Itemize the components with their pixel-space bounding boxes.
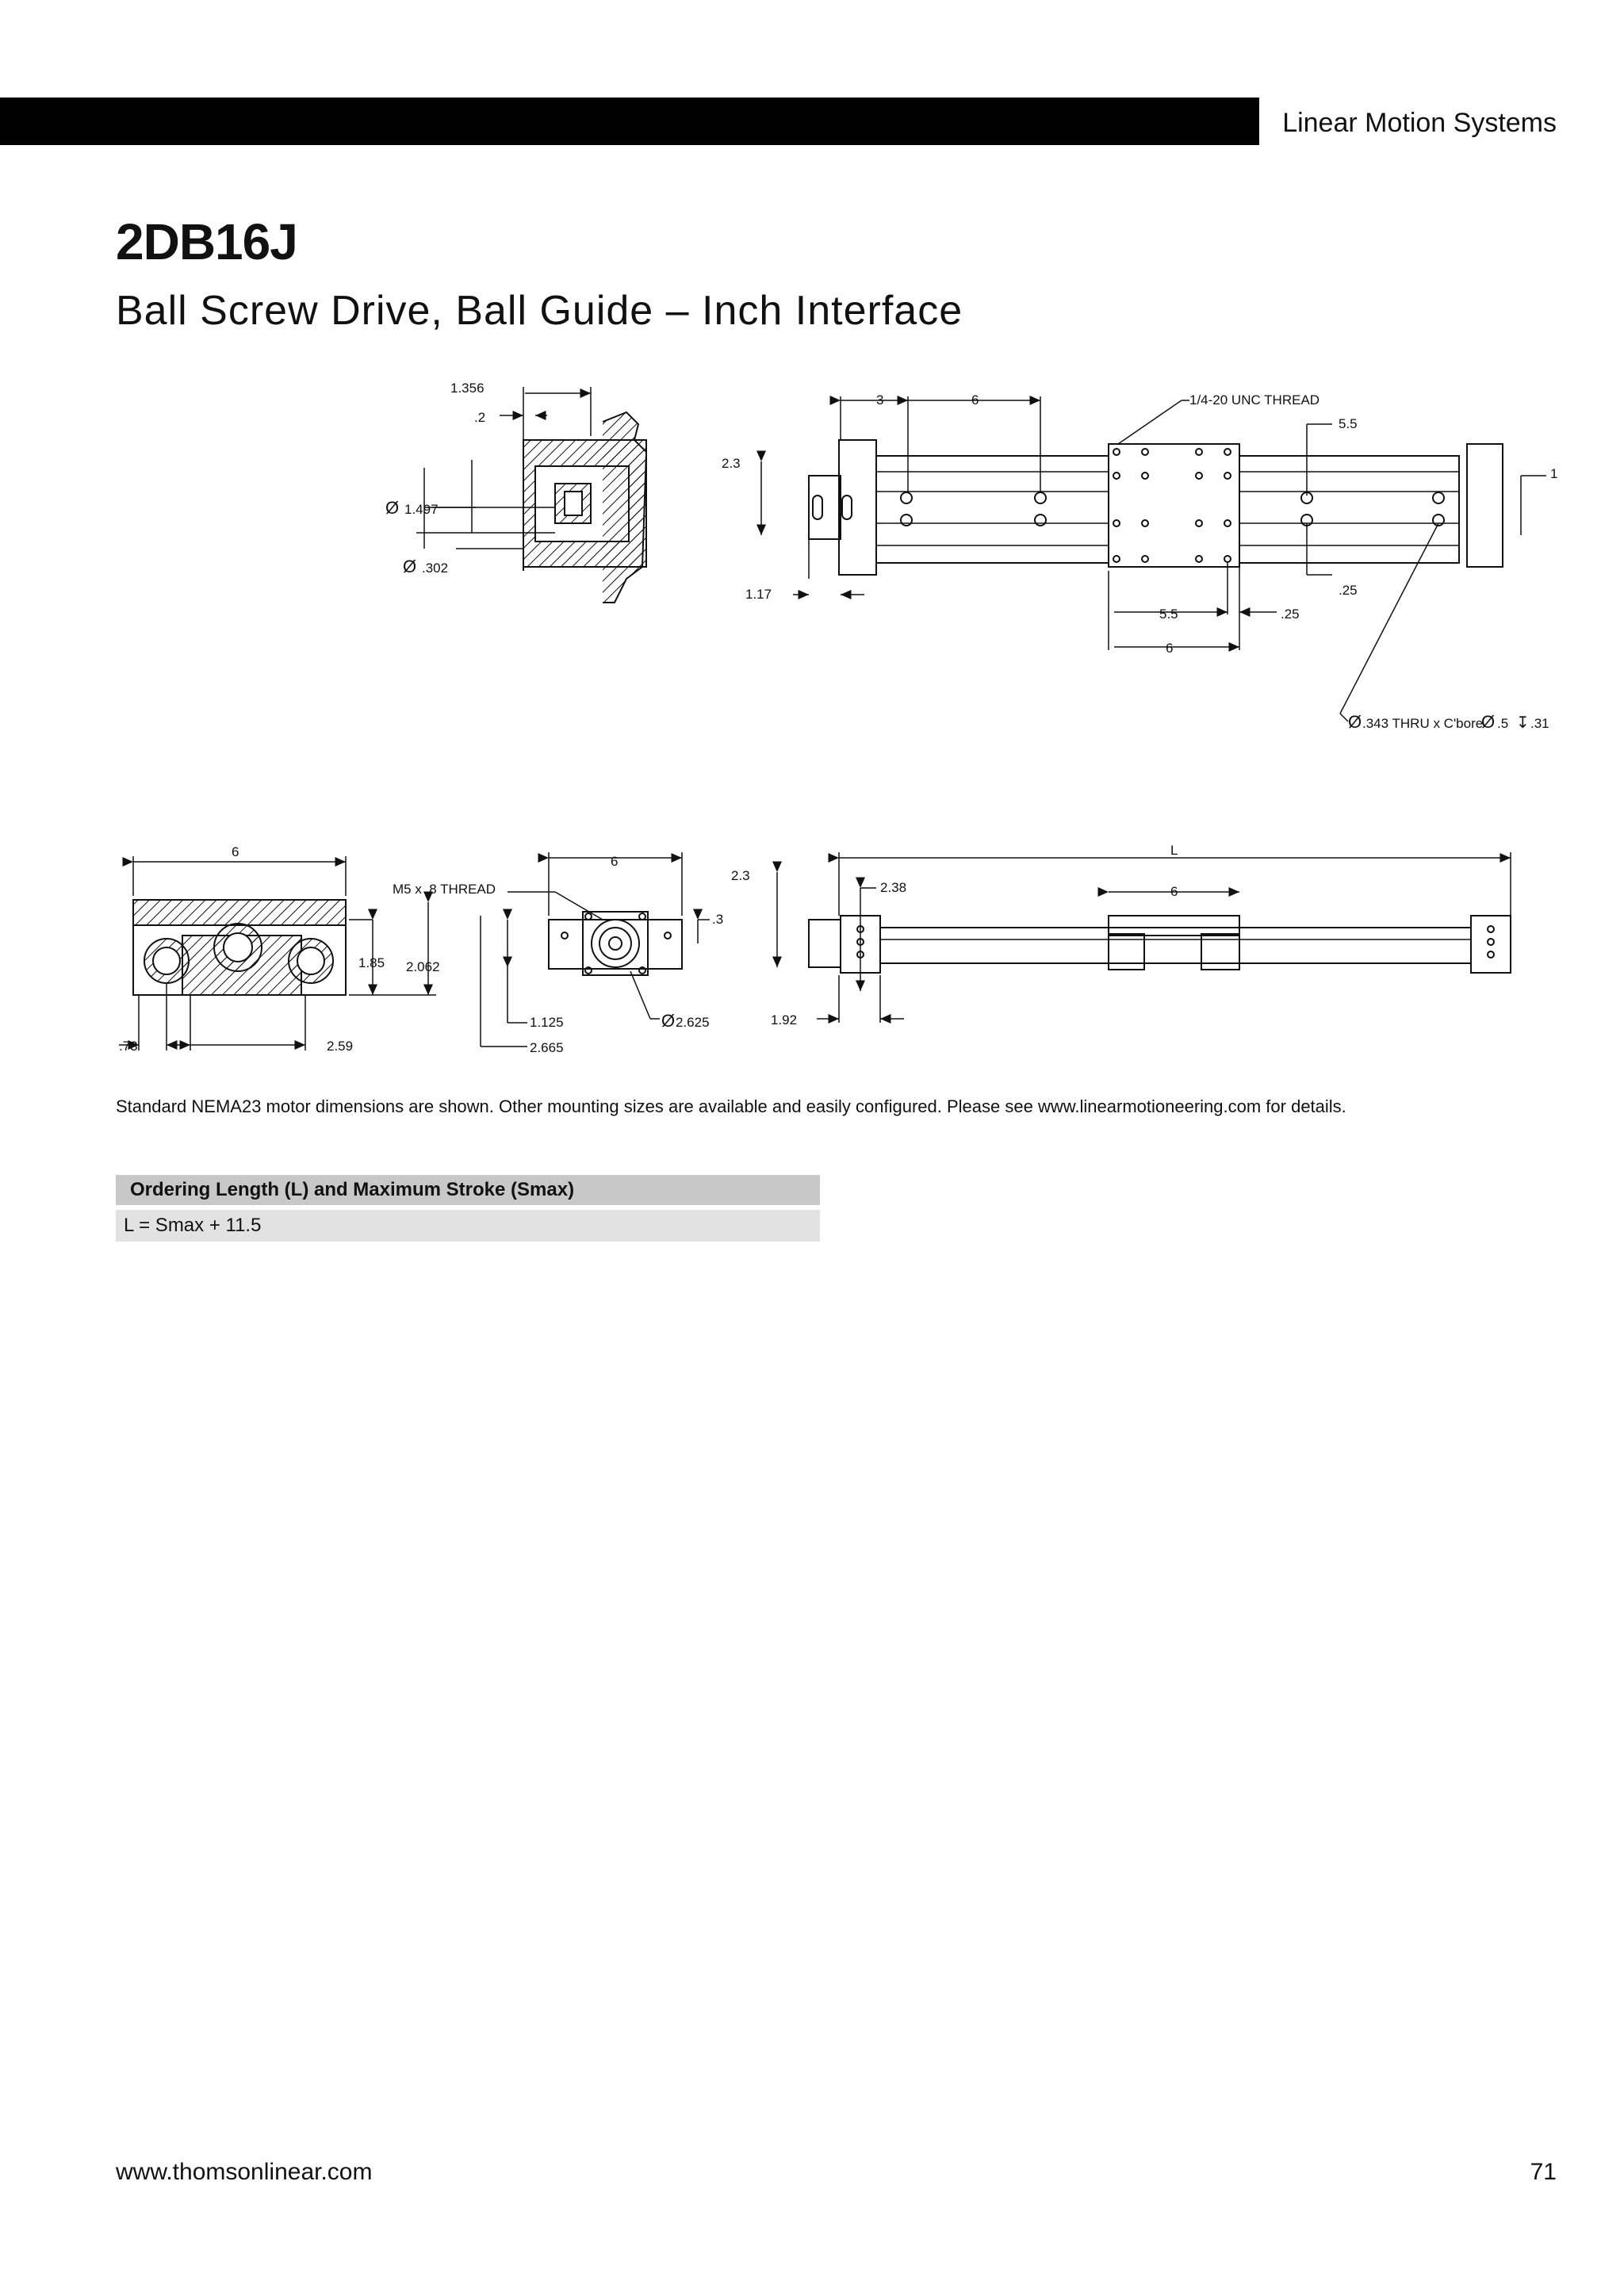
diameter-symbol: Ø xyxy=(1481,712,1495,732)
header-bar xyxy=(0,98,1259,145)
dim-6: 6 xyxy=(971,392,979,408)
thread-callout: M5 x .8 THREAD xyxy=(393,882,496,897)
motor-end-dimensions: 6 M5 x .8 THREAD .3 1.125 Ø 2.625 2.665 xyxy=(393,854,723,1055)
product-code: 2DB16J xyxy=(116,213,298,270)
diameter-symbol: Ø xyxy=(385,498,399,518)
dim-6: 6 xyxy=(611,854,618,869)
dim-2-625: 2.625 xyxy=(676,1015,710,1030)
diameter-symbol: Ø xyxy=(403,557,416,576)
top-view-dimensions: 3 6 1/4-20 UNC THREAD 5.5 2.3 1 1.17 .25… xyxy=(722,392,1557,732)
diameter-symbol: Ø xyxy=(661,1011,675,1031)
dim-6-bottom: 6 xyxy=(1166,641,1173,656)
ordering-table: Ordering Length (L) and Maximum Stroke (… xyxy=(116,1175,820,1242)
footnote: Standard NEMA23 motor dimensions are sho… xyxy=(116,1096,1346,1116)
dim-2-062: 2.062 xyxy=(406,959,440,974)
dim-1-497: 1.497 xyxy=(404,502,439,517)
thread-callout: 1/4-20 UNC THREAD xyxy=(1189,392,1320,408)
dim-6: 6 xyxy=(1170,884,1178,899)
dim-point-2: .2 xyxy=(474,410,485,425)
front-section-dimensions: 6 1.85 2.062 .73 2.59 xyxy=(119,844,440,1054)
dim-1-17: 1.17 xyxy=(745,587,772,602)
dim-5-5-bottom: 5.5 xyxy=(1159,607,1178,622)
top-view xyxy=(756,396,1546,722)
table-row: L = Smax + 11.5 xyxy=(116,1210,820,1242)
dim-6: 6 xyxy=(232,844,239,859)
dim-L: L xyxy=(1170,843,1178,858)
depth-symbol: ↧ xyxy=(1516,714,1530,732)
dim-point-73: .73 xyxy=(119,1039,138,1054)
hole-callout: .343 THRU x C'bore xyxy=(1362,716,1483,731)
dim-point-3: .3 xyxy=(712,912,723,927)
dim-1-85: 1.85 xyxy=(358,955,385,970)
page-number: 71 xyxy=(1530,2159,1557,2185)
dim-5-5: 5.5 xyxy=(1339,416,1358,431)
diameter-symbol: Ø xyxy=(1348,712,1362,732)
side-view xyxy=(772,852,1511,1024)
dim-1: 1 xyxy=(1550,466,1557,481)
dim-2-3: 2.3 xyxy=(722,456,741,471)
dim-2-38: 2.38 xyxy=(880,880,906,895)
dim-point-302: .302 xyxy=(422,561,448,576)
front-section-view xyxy=(119,856,436,1050)
section-title: Linear Motion Systems xyxy=(1282,108,1557,138)
side-view-dimensions: L 2.3 2.38 6 1.92 xyxy=(731,843,1178,1027)
counterbore-dia: .5 xyxy=(1497,716,1508,731)
counterbore-depth: .31 xyxy=(1530,716,1549,731)
table-header: Ordering Length (L) and Maximum Stroke (… xyxy=(116,1175,820,1205)
end-section-view xyxy=(416,387,648,603)
dim-2-3: 2.3 xyxy=(731,868,750,883)
dim-2-59: 2.59 xyxy=(327,1039,353,1054)
motor-end-view xyxy=(480,852,710,1047)
dim-1-92: 1.92 xyxy=(771,1012,797,1027)
dim-3: 3 xyxy=(876,392,883,408)
footer-url[interactable]: www.thomsonlinear.com xyxy=(116,2159,373,2185)
technical-drawings: 1.356 .2 Ø 1.497 Ø .302 xyxy=(119,381,1557,1055)
dim-point-25-bottom: .25 xyxy=(1281,607,1300,622)
dim-2-665: 2.665 xyxy=(530,1040,564,1055)
product-subtitle: Ball Screw Drive, Ball Guide – Inch Inte… xyxy=(116,288,963,334)
dim-point-25: .25 xyxy=(1339,583,1358,598)
dim-1-125: 1.125 xyxy=(530,1015,564,1030)
dim-1-356: 1.356 xyxy=(450,381,485,396)
end-section-dimensions: 1.356 .2 Ø 1.497 Ø .302 xyxy=(385,381,485,576)
